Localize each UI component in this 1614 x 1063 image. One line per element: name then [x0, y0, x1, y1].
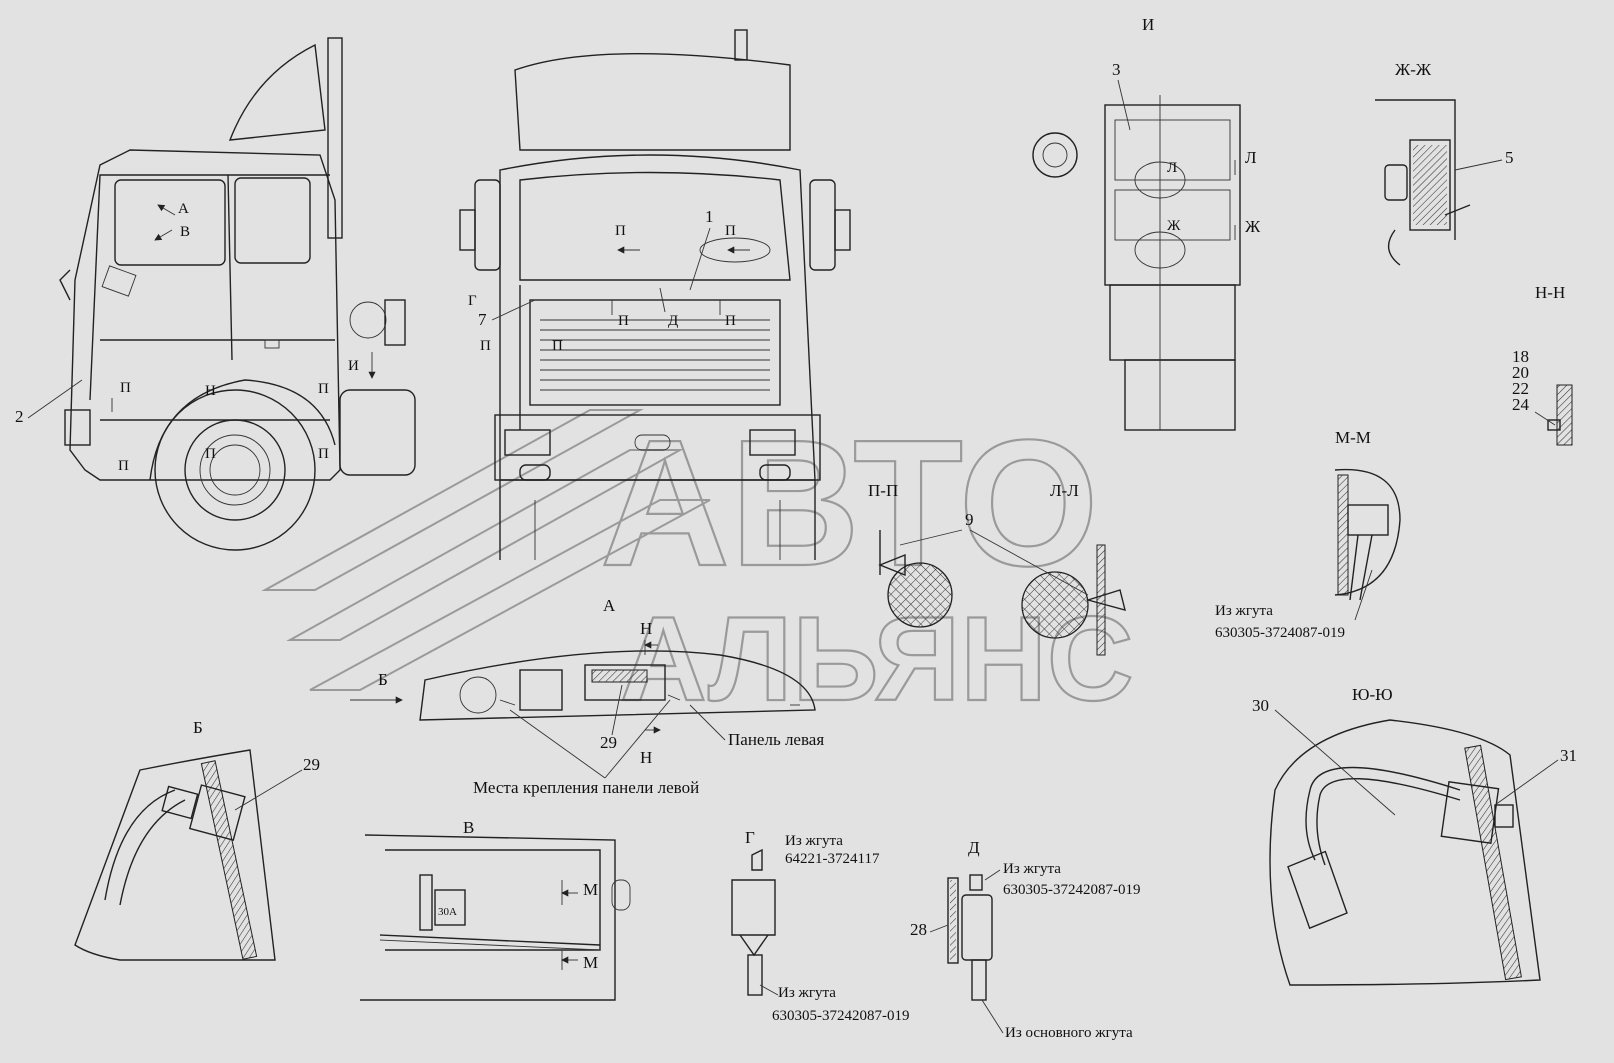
- callout-31: 31: [1560, 746, 1577, 765]
- callout-29-a: 29: [600, 733, 617, 752]
- marker-l-i1: Л: [1167, 160, 1177, 176]
- marker-p-f6: П: [552, 338, 563, 354]
- marker-p-f5: П: [480, 338, 491, 354]
- note-panel-mounts: Места крепления панели левой: [473, 778, 699, 797]
- callout-3: 3: [1112, 60, 1121, 79]
- marker-d-front: Д: [668, 313, 678, 329]
- note-harness-mm: 630305-3724087-019: [1215, 625, 1345, 641]
- view-g-title: Г: [745, 828, 755, 847]
- marker-p-5: П: [318, 446, 329, 462]
- view-g: Г Из жгута 64221-3724117 Из жгута 630305…: [731, 828, 910, 1024]
- note-from-harness-mm: Из жгута: [1215, 603, 1273, 619]
- marker-m-v1: М: [583, 880, 598, 899]
- callout-18: 18: [1512, 347, 1529, 366]
- view-n-n-title: Н-Н: [1535, 283, 1565, 302]
- view-i-title: И: [1142, 15, 1154, 34]
- marker-zh-i1: Ж: [1167, 218, 1181, 234]
- callout-1: 1: [705, 207, 714, 226]
- watermark-line1: АВТО: [600, 403, 1099, 604]
- marker-a-side: А: [178, 201, 189, 217]
- front-grille: [540, 319, 770, 391]
- view-m-m: М-М Из жгута 630305-3724087-019: [1215, 428, 1401, 641]
- watermark-logo-stripes: [261, 409, 711, 691]
- marker-m-v2: М: [583, 953, 598, 972]
- view-b: Б 29: [74, 718, 320, 961]
- view-zh-zh-title: Ж-Ж: [1395, 60, 1432, 79]
- view-yu-yu-title: Ю-Ю: [1352, 685, 1393, 704]
- view-a-title: А: [603, 596, 616, 615]
- marker-l-i2: Л: [1245, 148, 1257, 167]
- callout-5: 5: [1505, 148, 1514, 167]
- callout-7: 7: [478, 310, 487, 329]
- view-p-p: П-П 9: [868, 481, 974, 628]
- marker-p-f2: П: [725, 223, 736, 239]
- marker-p-2: П: [318, 381, 329, 397]
- marker-i-side: И: [348, 358, 359, 374]
- note-harness-g: 64221-3724117: [785, 851, 880, 867]
- note-main-harness: Из основного жгута: [1005, 1025, 1133, 1041]
- callout-29-b: 29: [303, 755, 320, 774]
- marker-n-1: Н: [205, 383, 216, 399]
- view-v: В 30А М М: [360, 818, 631, 1001]
- callout-30: 30: [1252, 696, 1269, 715]
- view-n-n: Н-Н 18 20 22 24: [1512, 283, 1573, 446]
- view-yu-yu: Ю-Ю 30 31: [1252, 685, 1577, 986]
- callout-24: 24: [1512, 395, 1530, 414]
- callout-20: 20: [1512, 363, 1529, 382]
- callout-2: 2: [15, 407, 24, 426]
- marker-p-1: П: [120, 380, 131, 396]
- note-from-harness-g2: Из жгута: [778, 985, 836, 1001]
- view-d: Д 28 Из жгута 630305-37242087-019 Из осн…: [910, 838, 1141, 1041]
- callout-28: 28: [910, 920, 927, 939]
- callout-22: 22: [1512, 379, 1529, 398]
- truck-front-view: [459, 29, 851, 560]
- side-view-markers: А В П Н П П П П И 2: [15, 201, 376, 474]
- view-m-m-title: М-М: [1335, 428, 1371, 447]
- view-l-l-title: Л-Л: [1050, 481, 1079, 500]
- fuse-label: 30А: [438, 906, 457, 918]
- note-from-harness-g1: Из жгута: [785, 833, 843, 849]
- watermark: АВТО АЛЬЯНС: [261, 402, 1135, 727]
- note-harness-d: 630305-37242087-019: [1003, 882, 1141, 898]
- marker-p-f3: П: [618, 313, 629, 329]
- marker-p-f4: П: [725, 313, 736, 329]
- marker-n-a2: Н: [640, 748, 652, 767]
- marker-n-a1: Н: [640, 619, 652, 638]
- callout-9: 9: [965, 510, 974, 529]
- truck-side-view: [59, 37, 416, 551]
- view-i: И 3 Л Л Ж Ж: [1032, 15, 1261, 431]
- marker-p-3: П: [205, 446, 216, 462]
- view-b-title: Б: [193, 718, 203, 737]
- view-v-title: В: [463, 818, 474, 837]
- note-harness-g-long: 630305-37242087-019: [772, 1008, 910, 1024]
- view-a: А Н Б 29 Н Панель левая Места крепления …: [350, 596, 824, 797]
- note-from-harness-d1: Из жгута: [1003, 861, 1061, 877]
- view-p-p-title: П-П: [868, 481, 898, 500]
- marker-p-4: П: [118, 458, 129, 474]
- view-d-title: Д: [968, 838, 980, 857]
- view-zh-zh: Ж-Ж 5: [1375, 60, 1514, 266]
- marker-v-side: В: [180, 224, 190, 240]
- marker-p-f1: П: [615, 223, 626, 239]
- front-view-markers: П П 1 Г 7 П Д П П П: [468, 207, 750, 354]
- marker-zh-i2: Ж: [1245, 217, 1261, 236]
- marker-g-front: Г: [468, 293, 477, 309]
- note-panel-left: Панель левая: [728, 730, 824, 749]
- marker-b-a: Б: [378, 670, 388, 689]
- view-l-l: Л-Л: [969, 481, 1126, 656]
